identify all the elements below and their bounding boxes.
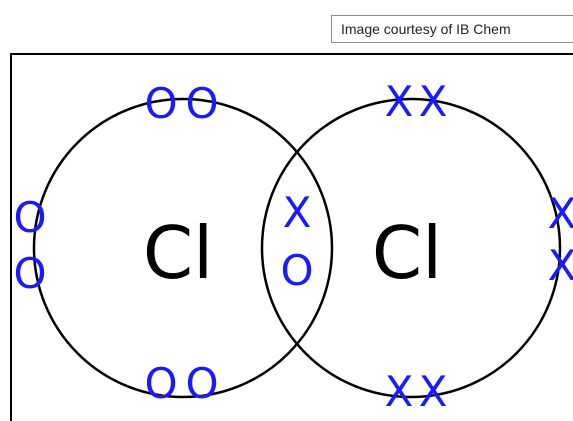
electron-right-side-2: X — [548, 241, 573, 290]
shared-electron-o: O — [280, 246, 313, 295]
electron-right-side-1: X — [548, 189, 573, 238]
electron-left-bottom-1: O — [144, 359, 177, 408]
electron-left-side-1: O — [13, 193, 46, 242]
image-credit-caption: Image courtesy of IB Chem — [331, 15, 573, 43]
electron-left-bottom-2: O — [185, 359, 218, 408]
right-atom-symbol: Cl — [372, 211, 442, 295]
electron-right-bottom-2: X — [419, 367, 448, 416]
electron-right-bottom-1: X — [385, 367, 414, 416]
shared-electron-x: X — [283, 188, 312, 237]
electron-left-top-2: O — [185, 79, 218, 128]
left-atom-symbol: Cl — [143, 211, 213, 295]
electron-left-side-2: O — [13, 249, 46, 298]
left-atom-shell — [32, 97, 334, 399]
right-atom-shell — [260, 97, 562, 399]
electron-right-top-2: X — [419, 77, 448, 126]
electron-right-top-1: X — [385, 77, 414, 126]
electron-left-top-1: O — [144, 79, 177, 128]
